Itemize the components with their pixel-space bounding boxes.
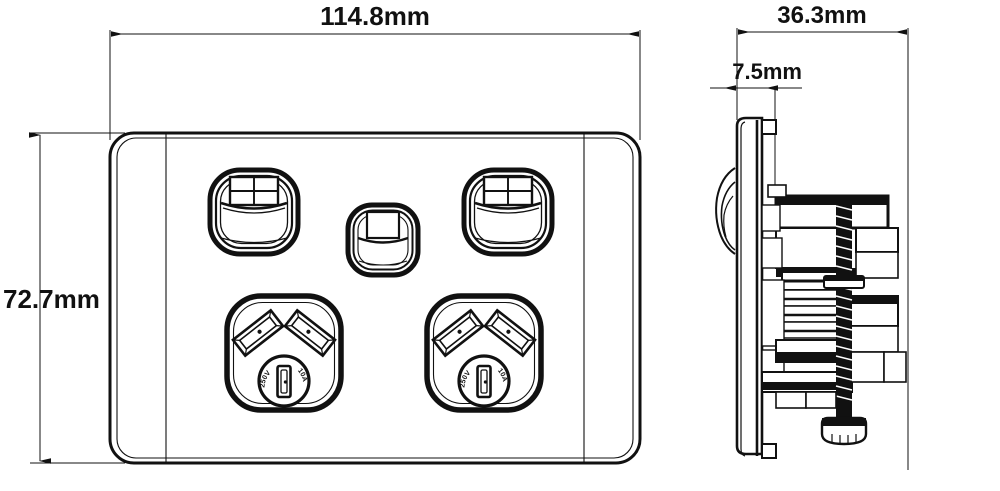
dimension-label-height: 72.7mm [3, 284, 100, 314]
dimension-label-width: 114.8mm [320, 1, 430, 31]
front-view-faceplate [108, 131, 642, 465]
switch-left[interactable] [210, 170, 298, 254]
dimension-depth-36-3 [736, 28, 909, 470]
side-view-section [715, 116, 907, 459]
dimension-width-114-8 [109, 30, 641, 140]
switch-right[interactable] [464, 170, 552, 254]
socket-right[interactable] [427, 296, 541, 410]
socket-left[interactable] [227, 296, 341, 410]
dimension-label-plate-thickness: 7.5mm [732, 59, 802, 84]
switch-centre[interactable] [348, 205, 418, 275]
dimension-label-depth: 36.3mm [777, 2, 866, 29]
dimension-height-72-7 [29, 132, 125, 464]
